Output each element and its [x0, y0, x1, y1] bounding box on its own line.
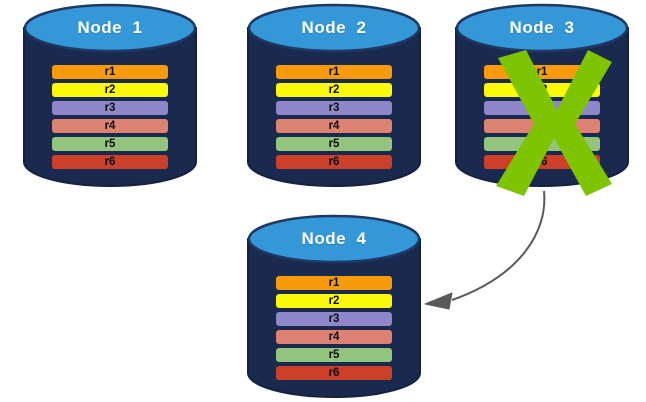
- row-bar-r3[interactable]: r3: [276, 312, 392, 326]
- row-bar-r3[interactable]: r3: [276, 101, 392, 115]
- row-bar-r5[interactable]: r5: [276, 137, 392, 151]
- row-bar-r5[interactable]: r5: [276, 348, 392, 362]
- row-bar-r6[interactable]: r6: [276, 366, 392, 380]
- cylinder-top-ellipse: [23, 3, 197, 53]
- node-cylinder-node4[interactable]: Node 4 r1 r2 r3 r4 r5 r6: [247, 214, 421, 398]
- row-bar-r1[interactable]: r1: [52, 65, 168, 79]
- row-bar-r3[interactable]: r3: [52, 101, 168, 115]
- row-bar-r6[interactable]: r6: [276, 155, 392, 169]
- row-bar-r6[interactable]: r6: [52, 155, 168, 169]
- row-bar-r6[interactable]: r6: [484, 155, 600, 169]
- row-bar-r2[interactable]: r2: [276, 294, 392, 308]
- row-bar-r3[interactable]: r3: [484, 101, 600, 115]
- cylinder-top-ellipse: [247, 214, 421, 264]
- row-list: r1 r2 r3 r4 r5 r6: [276, 276, 392, 380]
- row-bar-r1[interactable]: r1: [276, 276, 392, 290]
- row-bar-r2[interactable]: r2: [484, 83, 600, 97]
- arrow-head: [424, 292, 453, 310]
- row-bar-r4[interactable]: r4: [276, 330, 392, 344]
- row-bar-r5[interactable]: r5: [52, 137, 168, 151]
- row-bar-r1[interactable]: r1: [276, 65, 392, 79]
- row-bar-r4[interactable]: r4: [276, 119, 392, 133]
- row-list: r1 r2 r3 r4 r5 r6: [484, 65, 600, 169]
- row-list: r1 r2 r3 r4 r5 r6: [52, 65, 168, 169]
- node-cylinder-node2[interactable]: Node 2 r1 r2 r3 r4 r5 r6: [247, 3, 421, 187]
- row-list: r1 r2 r3 r4 r5 r6: [276, 65, 392, 169]
- node-cylinder-node1[interactable]: Node 1 r1 r2 r3 r4 r5 r6: [23, 3, 197, 187]
- row-bar-r2[interactable]: r2: [52, 83, 168, 97]
- row-bar-r4[interactable]: r4: [52, 119, 168, 133]
- row-bar-r4[interactable]: r4: [484, 119, 600, 133]
- row-bar-r1[interactable]: r1: [484, 65, 600, 79]
- row-bar-r5[interactable]: r5: [484, 137, 600, 151]
- cylinder-top-ellipse: [455, 3, 629, 53]
- row-bar-r2[interactable]: r2: [276, 83, 392, 97]
- node-cylinder-node3[interactable]: Node 3 r1 r2 r3 r4 r5 r6: [455, 3, 629, 187]
- arrow-curve: [451, 190, 546, 301]
- cylinder-top-ellipse: [247, 3, 421, 53]
